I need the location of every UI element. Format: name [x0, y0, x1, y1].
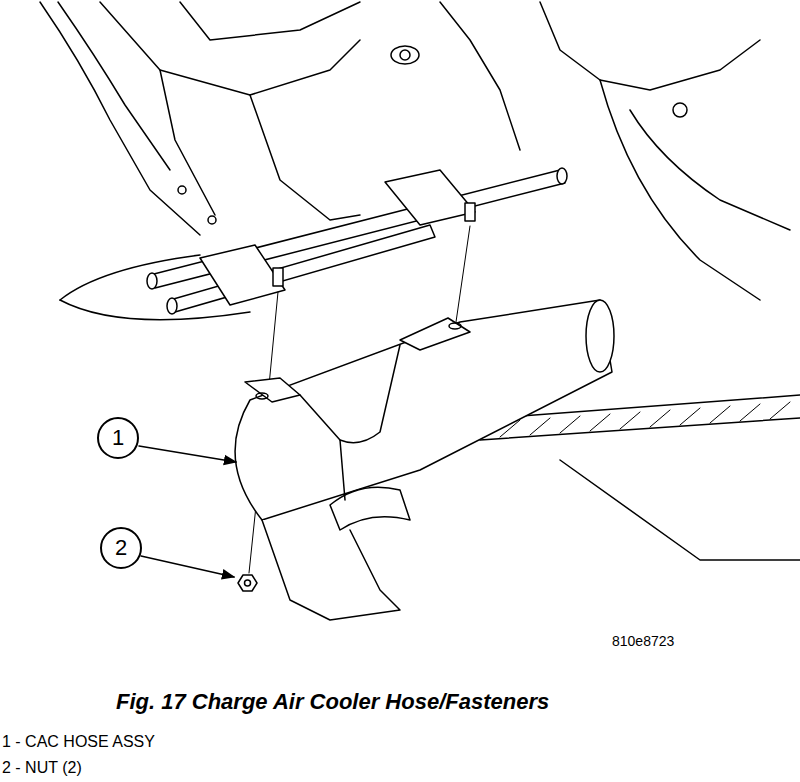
- bolt-hole: [400, 50, 410, 60]
- body-outline: [600, 80, 760, 300]
- body-outline: [630, 110, 790, 230]
- tube: [170, 225, 435, 312]
- alignment-line: [456, 226, 470, 322]
- callout-circle: 1: [97, 417, 139, 459]
- figure-code: 810e8723: [612, 633, 674, 649]
- leader-arrow: [139, 446, 236, 462]
- body-outline: [440, 2, 520, 150]
- hose-clamp: [330, 487, 410, 530]
- bolt-hole: [449, 323, 461, 329]
- leader-arrow: [141, 556, 234, 577]
- lower-hose: [262, 520, 400, 620]
- nut: [238, 575, 257, 591]
- tube-end: [557, 168, 567, 184]
- tube-bracket: [200, 245, 285, 305]
- tube-bracket: [385, 170, 475, 225]
- hose-flange: [245, 378, 300, 402]
- engine-outline: [250, 95, 360, 220]
- engine-outline: [40, 2, 200, 235]
- bolt-hole: [673, 103, 687, 117]
- tube-end: [147, 273, 157, 289]
- engine-outline: [180, 2, 360, 40]
- hose-saddle: [340, 440, 345, 500]
- frame-rail: [560, 460, 800, 560]
- body-outline: [60, 300, 250, 320]
- callout-number: 2: [115, 537, 127, 559]
- bolt-hole: [391, 46, 419, 64]
- nut-hole: [245, 580, 251, 586]
- callout-circle: 2: [100, 527, 142, 569]
- cac-hose: [235, 300, 612, 520]
- engine-outline: [160, 70, 215, 215]
- hose-flange: [400, 318, 470, 350]
- stud: [465, 203, 475, 221]
- hose-opening: [586, 300, 614, 372]
- body-outline: [540, 2, 760, 90]
- engine-outline: [100, 2, 360, 95]
- figure-caption: Fig. 17 Charge Air Cooler Hose/Fasteners: [116, 689, 549, 714]
- callout-number: 1: [112, 427, 124, 449]
- frame-rail: [480, 418, 800, 440]
- bolt-hole: [256, 393, 268, 399]
- legend-line: 1 - CAC HOSE ASSY: [2, 733, 155, 751]
- legend-line: 2 - NUT (2): [2, 759, 82, 777]
- tube-end: [167, 298, 177, 314]
- bolt-hole: [208, 216, 216, 224]
- hose-saddle: [300, 345, 400, 443]
- stud: [273, 268, 283, 286]
- engine-outline: [58, 2, 170, 170]
- bolt-hole: [178, 186, 186, 194]
